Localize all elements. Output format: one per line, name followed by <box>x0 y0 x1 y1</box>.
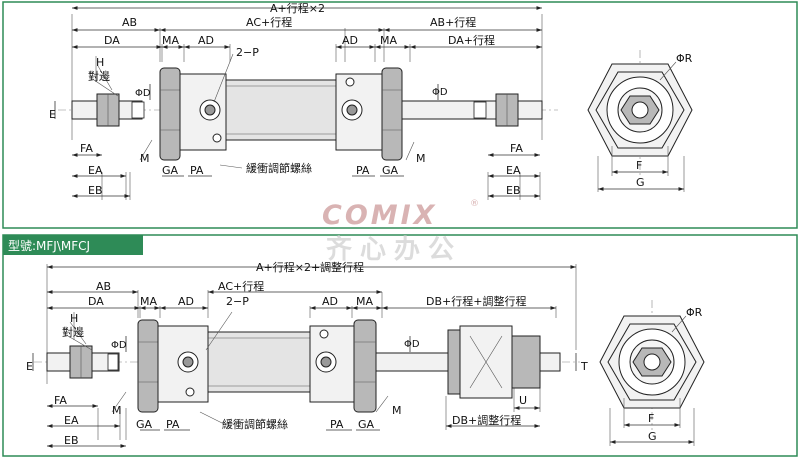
bottom-label-ga-left: GA <box>136 418 153 431</box>
top-cylinder-drawing <box>54 6 558 200</box>
top-label-eb-right: EB <box>506 184 521 197</box>
bottom-label-ea: EA <box>64 414 79 427</box>
top-label-m-left: M <box>140 152 150 165</box>
top-label-phi-d-right: ΦD <box>432 87 448 98</box>
top-label-pa-left: PA <box>190 164 204 177</box>
bottom-label-phi-d-left: ΦD <box>111 340 127 351</box>
top-label-ac-stroke: AC+行程 <box>246 16 292 29</box>
top-frame <box>2 1 798 229</box>
top-label-ga-right: GA <box>382 164 399 177</box>
bottom-label-da: DA <box>88 295 104 308</box>
bottom-label-pa-left: PA <box>166 418 180 431</box>
top-label-ma-left: MA <box>162 34 179 47</box>
bottom-label-cushion: 緩衝調節螺絲 <box>222 417 288 431</box>
top-label-overall: A+行程×2 <box>270 2 325 15</box>
bottom-labels: A+行程×2+調整行程 AB AC+行程 DA MA AD 2−P AD MA … <box>26 260 588 447</box>
section-label: 型號:MFJ\MFCJ <box>8 239 90 253</box>
bottom-label-pa-right: PA <box>330 418 344 431</box>
top-label-ga-left: GA <box>162 164 179 177</box>
top-label-ab: AB <box>122 16 137 29</box>
top-label-m-right: M <box>416 152 426 165</box>
top-label-port: 2−P <box>236 46 259 59</box>
bottom-label-m-right: M <box>392 404 402 417</box>
top-label-h: H <box>96 56 104 69</box>
watermark-brand: COMIX <box>322 200 438 231</box>
watermark-registered: ® <box>470 199 479 209</box>
bottom-label-phi-d-right: ΦD <box>404 339 420 350</box>
top-label-e: E <box>49 108 56 121</box>
bottom-label-db-adj: DB+調整行程 <box>452 413 521 427</box>
bottom-label-overall: A+行程×2+調整行程 <box>256 260 364 274</box>
top-label-eb-left: EB <box>88 184 103 197</box>
bottom-label-ab: AB <box>96 280 111 293</box>
bottom-label-ad-right: AD <box>322 295 338 308</box>
bottom-label-flats: 對邊 <box>62 325 84 339</box>
top-end-view: ΦR F G <box>587 50 694 192</box>
top-label-fa-left: FA <box>80 142 93 155</box>
bottom-label-ma-right: MA <box>356 295 373 308</box>
top-label-da-stroke: DA+行程 <box>448 34 495 47</box>
top-label-flats: 對邊 <box>88 69 110 83</box>
bottom-label-ac-stroke: AC+行程 <box>218 280 264 293</box>
bottom-label-eb: EB <box>64 434 79 447</box>
top-labels: A+行程×2 AB AC+行程 AB+行程 DA MA AD 2−P AD MA… <box>49 2 523 197</box>
top-label-ma-right: MA <box>380 34 397 47</box>
top-label-ad-left: AD <box>198 34 214 47</box>
bottom-end-view: ΦR F G <box>599 300 706 446</box>
bottom-label-g: G <box>648 430 657 443</box>
bottom-label-m-left: M <box>112 404 122 417</box>
top-label-ab-stroke: AB+行程 <box>430 16 476 29</box>
bottom-label-ga-right: GA <box>358 418 375 431</box>
bottom-frame <box>2 234 798 457</box>
top-label-ea-right: EA <box>506 164 521 177</box>
bottom-label-ad-left: AD <box>178 295 194 308</box>
top-label-cushion: 緩衝調節螺絲 <box>246 161 312 175</box>
bottom-cylinder-drawing <box>32 264 580 448</box>
top-label-ad-right: AD <box>342 34 358 47</box>
bottom-label-fa: FA <box>54 394 67 407</box>
watermark-cn: 齐心办公 <box>326 234 462 265</box>
section-label-bg <box>3 235 143 255</box>
bottom-label-f: F <box>648 412 654 425</box>
bottom-label-db: DB+行程+調整行程 <box>426 294 526 308</box>
bottom-label-ma-left: MA <box>140 295 157 308</box>
bottom-label-phi-r: ΦR <box>686 306 703 319</box>
top-label-fa-right: FA <box>510 142 523 155</box>
top-label-pa-right: PA <box>356 164 370 177</box>
top-label-phi-d-left: ΦD <box>135 88 151 99</box>
bottom-label-e: E <box>26 360 33 373</box>
bottom-label-h: H <box>70 312 78 325</box>
top-label-f: F <box>636 159 642 172</box>
bottom-label-u: U <box>519 394 527 407</box>
bottom-label-t: T <box>580 360 588 373</box>
watermark: COMIX ® 齐心办公 <box>322 199 479 265</box>
top-label-da: DA <box>104 34 120 47</box>
top-label-ea-left: EA <box>88 164 103 177</box>
bottom-label-port: 2−P <box>226 295 249 308</box>
top-label-phi-r: ΦR <box>676 52 693 65</box>
top-label-g: G <box>636 176 645 189</box>
